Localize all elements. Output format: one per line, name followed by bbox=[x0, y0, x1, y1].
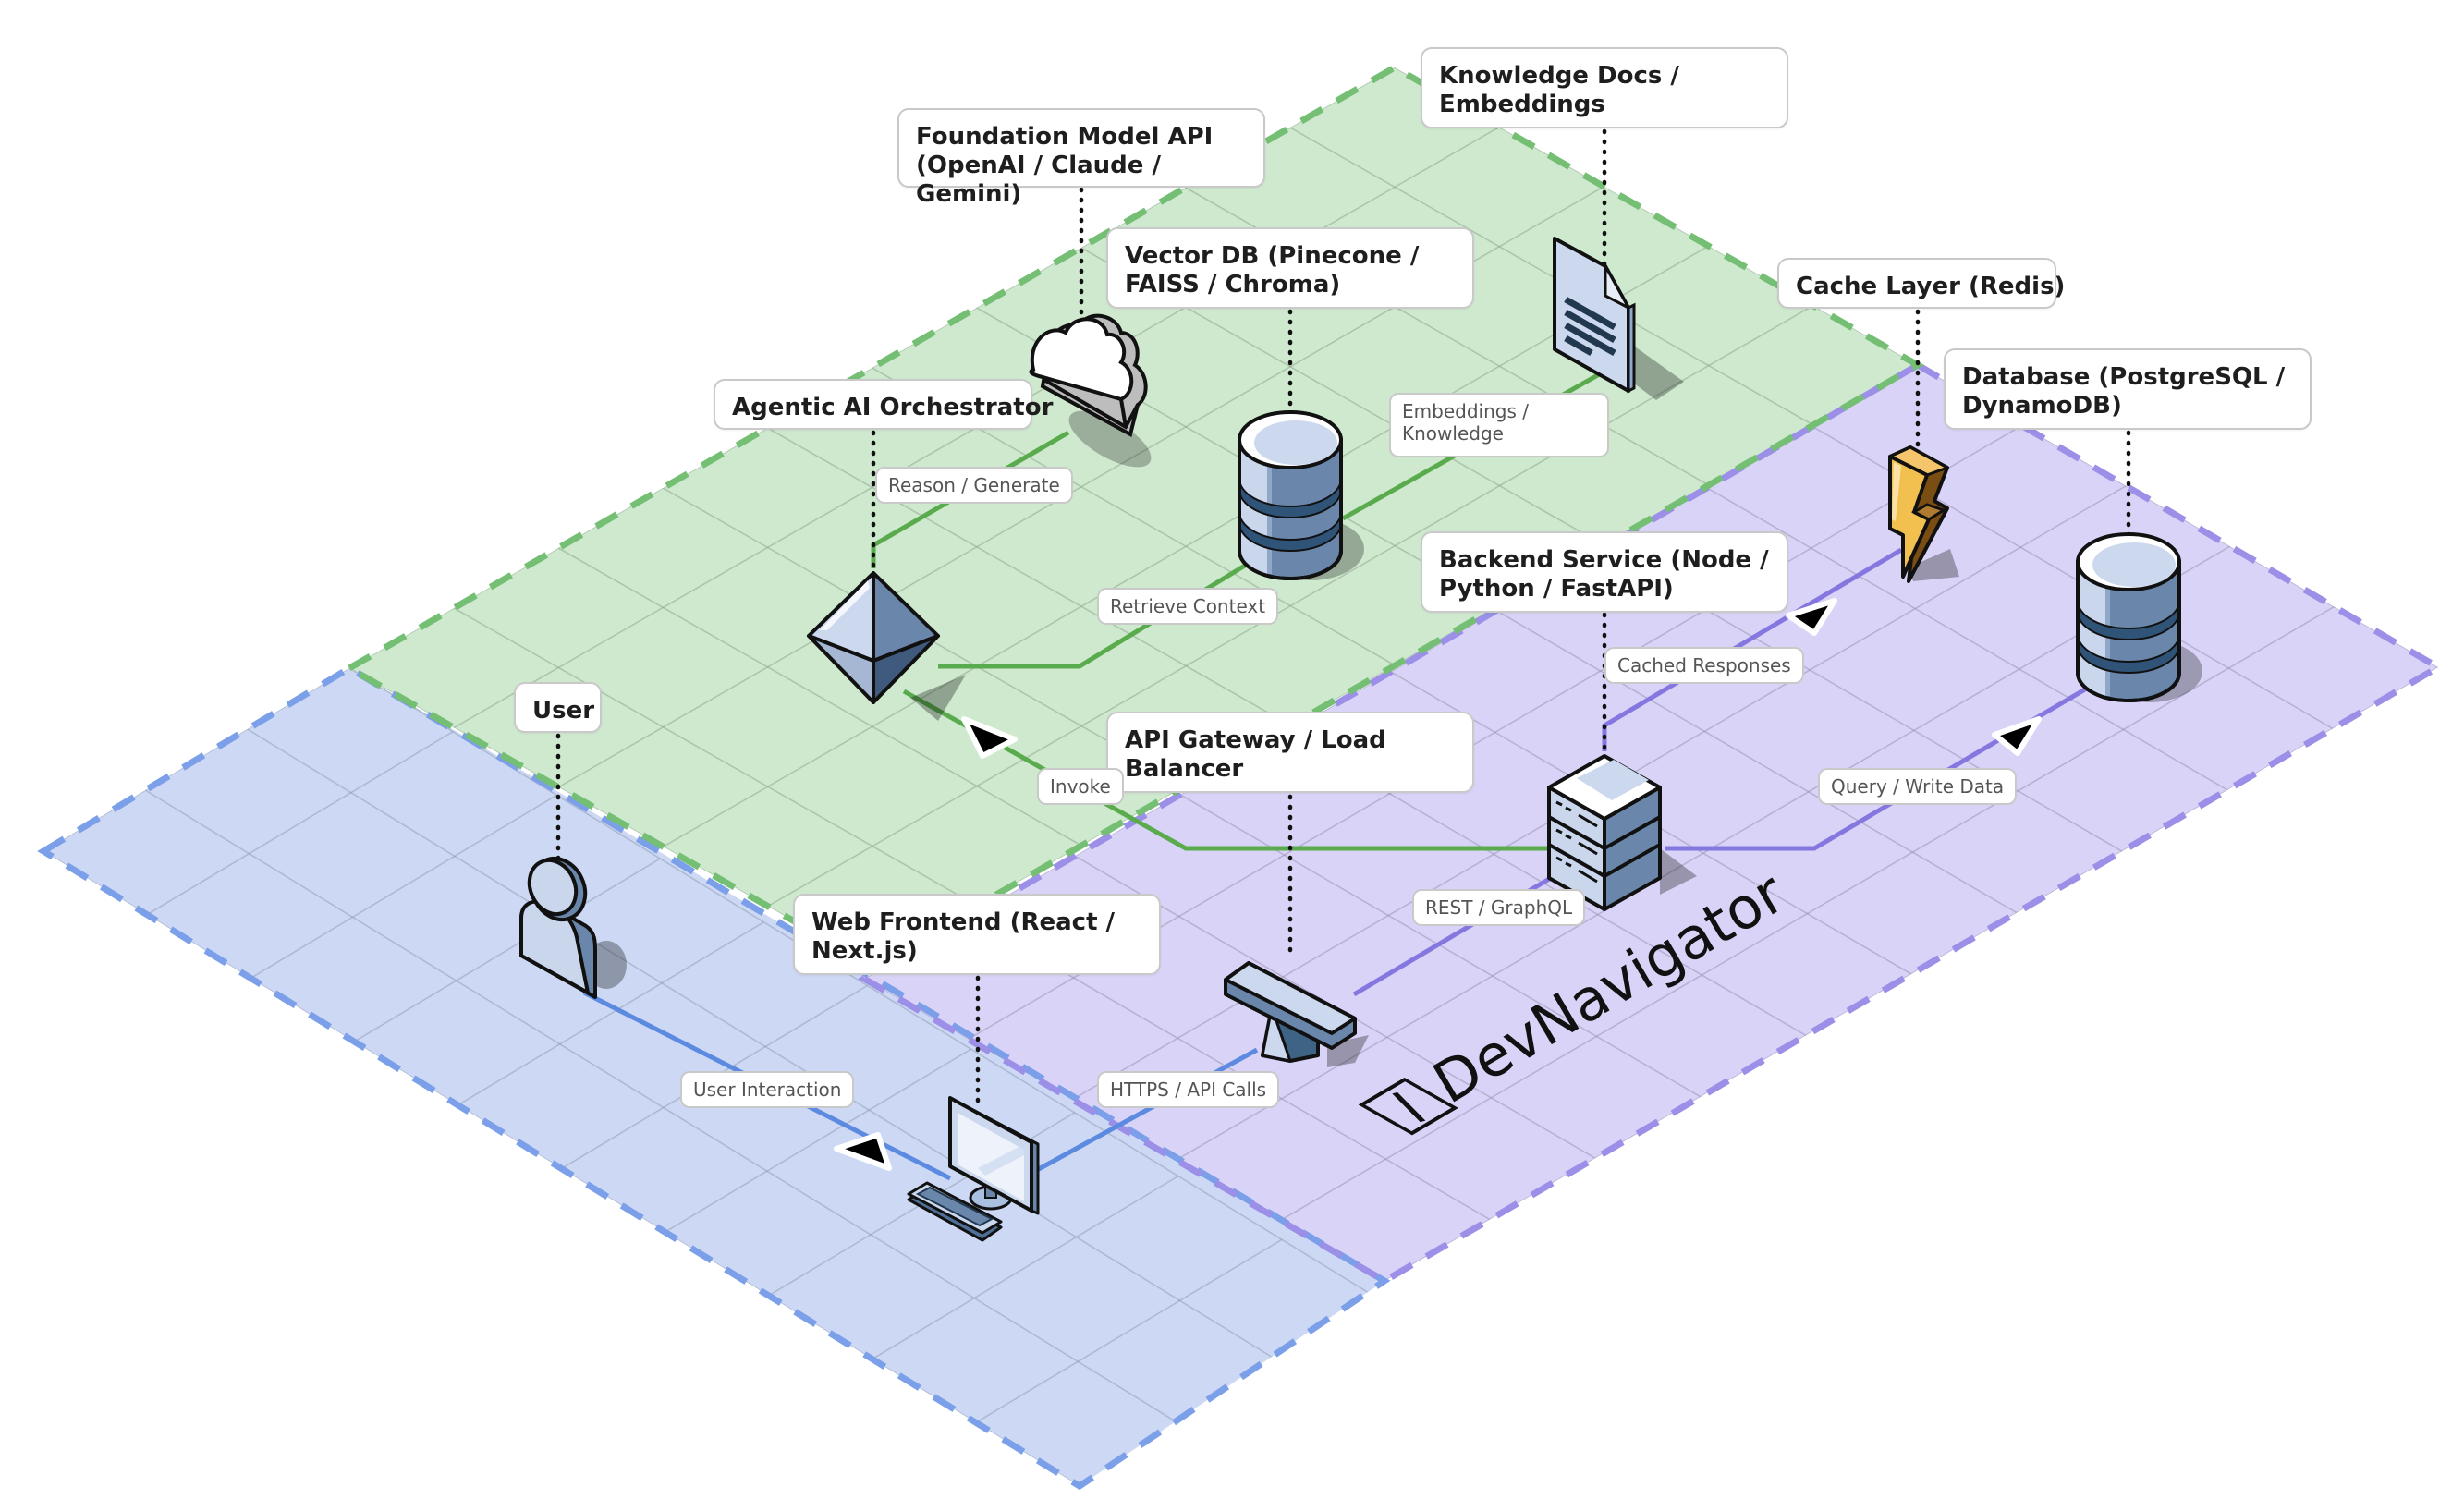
label-text: Foundation Model API (OpenAI / Claude / … bbox=[916, 123, 1214, 208]
label-web-frontend[interactable]: Web Frontend (React / Next.js) bbox=[793, 894, 1161, 975]
label-agentic-orchestrator[interactable]: Agentic AI Orchestrator bbox=[714, 379, 1053, 430]
grid-line bbox=[1176, 545, 2231, 1161]
arrow-invoke bbox=[961, 716, 1018, 759]
label-text: Web Frontend (React / Next.js) bbox=[811, 908, 1116, 965]
label-backend-service[interactable]: Backend Service (Node / Python / FastAPI… bbox=[1421, 531, 1788, 613]
edge-label-embeddings-knowledge: Embeddings / Knowledge bbox=[1389, 393, 1609, 457]
grid-line bbox=[453, 607, 978, 907]
label-text: Knowledge Docs / Embeddings bbox=[1439, 62, 1679, 118]
grid-line bbox=[1495, 609, 2018, 914]
gateway-icon bbox=[1224, 961, 1369, 1067]
grid-line bbox=[975, 1238, 1283, 1423]
lightning-icon bbox=[1888, 445, 1959, 583]
label-text: Database (PostgreSQL / DynamoDB) bbox=[1962, 363, 2286, 420]
grid-line bbox=[872, 1175, 1179, 1360]
grid-line bbox=[767, 427, 1291, 726]
edge-label-reason-generate: Reason / Generate bbox=[875, 467, 1073, 504]
vector-db-icon bbox=[1238, 410, 1364, 580]
octahedron-icon bbox=[807, 571, 966, 721]
edge-label-invoke: Invoke bbox=[1037, 768, 1124, 805]
label-knowledge-docs[interactable]: Knowledge Docs / Embeddings bbox=[1421, 47, 1788, 128]
label-vector-db[interactable]: Vector DB (Pinecone / FAISS / Chroma) bbox=[1106, 227, 1474, 309]
arrow-cached-responses bbox=[1786, 598, 1837, 636]
label-foundation-model-api[interactable]: Foundation Model API (OpenAI / Claude / … bbox=[897, 108, 1265, 208]
arrow-user-interaction bbox=[834, 1132, 892, 1171]
label-text: API Gateway / Load Balancer bbox=[1125, 726, 1386, 783]
database-icon bbox=[2076, 532, 2202, 702]
document-icon bbox=[1553, 237, 1684, 400]
edge-label-user-interaction: User Interaction bbox=[680, 1071, 855, 1108]
connection-https-api bbox=[1035, 1047, 1259, 1173]
grid-line bbox=[146, 731, 454, 916]
edge-label-cached-responses: Cached Responses bbox=[1604, 647, 1804, 684]
grid-line bbox=[457, 921, 764, 1106]
grid-line bbox=[1706, 487, 2228, 791]
grid-line bbox=[144, 789, 1182, 1426]
edge-label-https-api: HTTPS / API Calls bbox=[1097, 1071, 1280, 1108]
label-api-gateway[interactable]: API Gateway / Load Balancer bbox=[1106, 712, 1474, 793]
label-text: Agentic AI Orchestrator bbox=[732, 394, 1054, 421]
grid-line bbox=[663, 245, 1709, 847]
arrow-query-write bbox=[1992, 716, 2042, 756]
edge-label-retrieve-context: Retrieve Context bbox=[1097, 588, 1279, 625]
label-text: User bbox=[532, 697, 595, 725]
zone-client-border bbox=[37, 664, 1391, 1491]
grid-line bbox=[665, 1048, 972, 1233]
grid-line bbox=[557, 547, 1082, 847]
grid-line bbox=[348, 668, 1384, 1304]
grid-line bbox=[767, 304, 1814, 908]
grid-line bbox=[247, 728, 1285, 1365]
label-text: Cache Layer (Redis) bbox=[1796, 273, 2066, 300]
monitor-icon bbox=[907, 1096, 1040, 1242]
edge-label-rest-graphql: REST / GraphQL bbox=[1412, 889, 1586, 926]
server-icon bbox=[1547, 754, 1697, 911]
label-user[interactable]: User bbox=[514, 682, 602, 733]
grid-line bbox=[250, 794, 557, 980]
label-text: Vector DB (Pinecone / FAISS / Chroma) bbox=[1125, 242, 1420, 299]
cloud-icon bbox=[1029, 313, 1152, 468]
user-icon bbox=[519, 856, 627, 999]
edge-label-query-write: Query / Write Data bbox=[1818, 768, 2018, 805]
grid-line bbox=[1279, 605, 2335, 1222]
grid-line bbox=[1289, 127, 1814, 426]
grid-line bbox=[353, 858, 661, 1042]
label-text: Backend Service (Node / Python / FastAPI… bbox=[1439, 546, 1769, 603]
label-database[interactable]: Database (PostgreSQL / DynamoDB) bbox=[1944, 348, 2312, 430]
label-cache-layer[interactable]: Cache Layer (Redis) bbox=[1777, 258, 2065, 309]
